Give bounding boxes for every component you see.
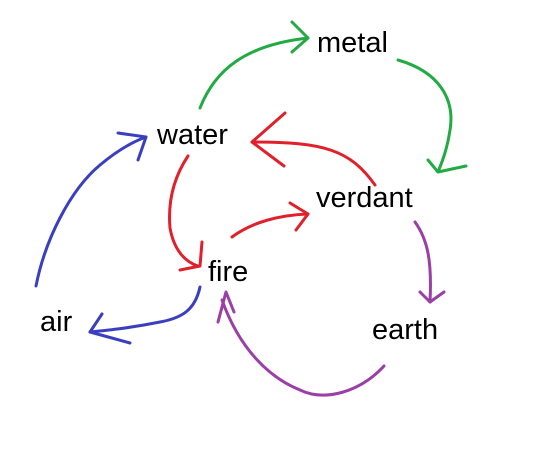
arrow-verdant-to-water-head: [250, 111, 287, 168]
arrow-earth-to-fire-head: [216, 290, 236, 324]
arrow-water-to-metal-head: [290, 20, 310, 54]
arrow-verdant-to-water: [250, 111, 377, 187]
arrow-fire-to-air-shaft: [88, 285, 202, 334]
arrow-water-to-fire-head: [178, 240, 204, 272]
node-water: water: [157, 119, 228, 151]
arrow-verdant-to-water-shaft: [250, 140, 377, 187]
arrow-water-to-metal-shaft: [198, 36, 310, 110]
arrow-water-to-fire-shaft: [168, 154, 200, 268]
arrow-metal-to-verdant: [396, 58, 468, 174]
node-metal: metal: [317, 27, 388, 59]
arrow-fire-to-air: [88, 285, 202, 345]
arrow-verdant-to-earth: [413, 220, 446, 304]
arrow-air-to-water: [34, 131, 148, 288]
arrow-verdant-to-earth-head: [418, 290, 446, 304]
arrow-verdant-to-earth-shaft: [413, 220, 432, 304]
arrow-air-to-water-head: [116, 131, 148, 162]
arrow-water-to-fire: [168, 154, 204, 272]
arrow-fire-to-verdant: [230, 201, 310, 239]
node-earth: earth: [372, 314, 439, 346]
arrow-fire-to-verdant-head: [288, 201, 310, 232]
node-air: air: [40, 306, 73, 338]
arrow-fire-to-air-head: [88, 312, 132, 345]
arrow-metal-to-verdant-shaft: [396, 58, 453, 174]
arrow-air-to-water-shaft: [34, 135, 148, 288]
arrow-earth-to-fire-shaft: [220, 298, 386, 397]
node-fire: fire: [208, 256, 249, 288]
arrow-metal-to-verdant-head: [426, 158, 468, 174]
arrow-fire-to-verdant-shaft: [230, 212, 310, 239]
arrow-earth-to-fire: [216, 290, 386, 397]
node-verdant: verdant: [316, 182, 413, 214]
arrow-water-to-metal: [198, 20, 310, 110]
